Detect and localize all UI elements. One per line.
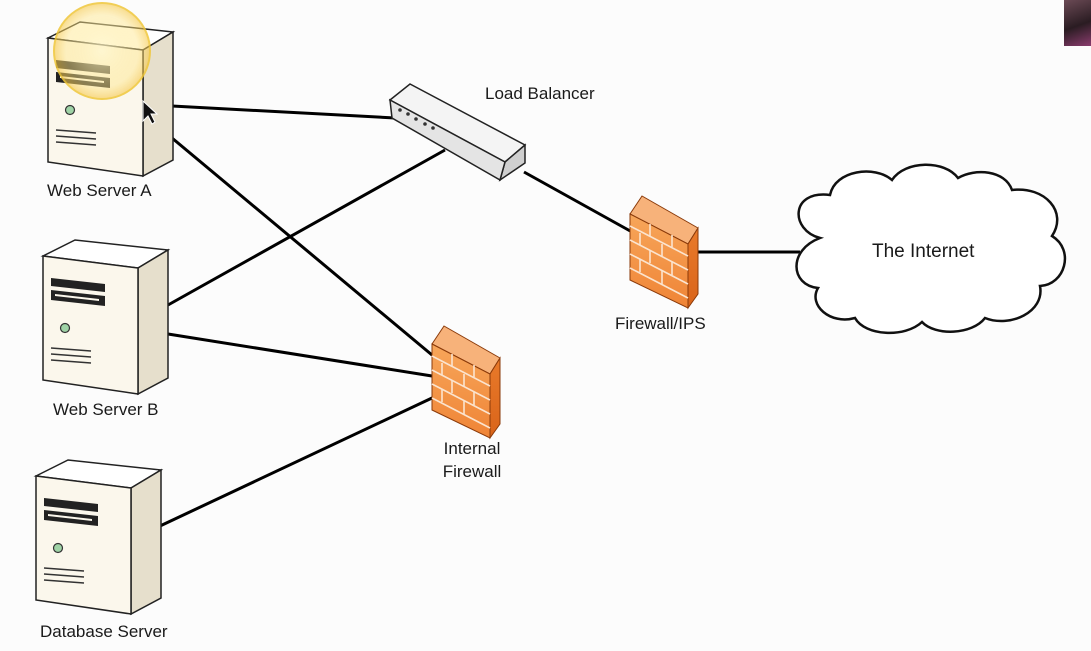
load-balancer-label: Load Balancer <box>485 84 595 103</box>
link-webserver-b-internal-firewall <box>167 332 433 378</box>
firewall-ips[interactable] <box>629 195 699 309</box>
webcam-thumbnail <box>1064 0 1091 46</box>
server-tower-icon <box>42 239 169 395</box>
web-server-b[interactable] <box>42 239 169 395</box>
link-database-internal-firewall <box>159 396 433 528</box>
link-loadbalancer-firewall-ips <box>523 170 633 234</box>
link-webserver-b-loadbalancer <box>167 148 446 307</box>
mouse-pointer-icon <box>142 99 159 125</box>
cloud-icon <box>795 163 1067 334</box>
cursor-highlight <box>53 2 151 100</box>
link-webserver-a-internal-firewall <box>171 136 433 357</box>
web-server-b-label: Web Server B <box>53 400 159 419</box>
internet-label: The Internet <box>872 241 975 262</box>
brick-firewall-icon <box>431 325 501 439</box>
brick-firewall-icon <box>629 195 699 309</box>
database-server-label: Database Server <box>40 622 168 641</box>
connections <box>159 104 800 528</box>
link-webserver-a-loadbalancer <box>171 104 396 120</box>
server-tower-icon <box>35 459 162 615</box>
internet-cloud[interactable] <box>795 163 1067 334</box>
firewall-ips-label: Firewall/IPS <box>615 314 706 333</box>
internal-firewall[interactable] <box>431 325 501 439</box>
load-balancer-appliance-icon <box>388 83 527 182</box>
internal-firewall-label-line1: Internal <box>443 439 501 458</box>
database-server[interactable] <box>35 459 162 615</box>
web-server-a-label: Web Server A <box>47 181 152 200</box>
internal-firewall-label: Internal Firewall <box>430 437 514 483</box>
load-balancer[interactable] <box>388 83 527 182</box>
internal-firewall-label-line2: Firewall <box>442 462 502 481</box>
